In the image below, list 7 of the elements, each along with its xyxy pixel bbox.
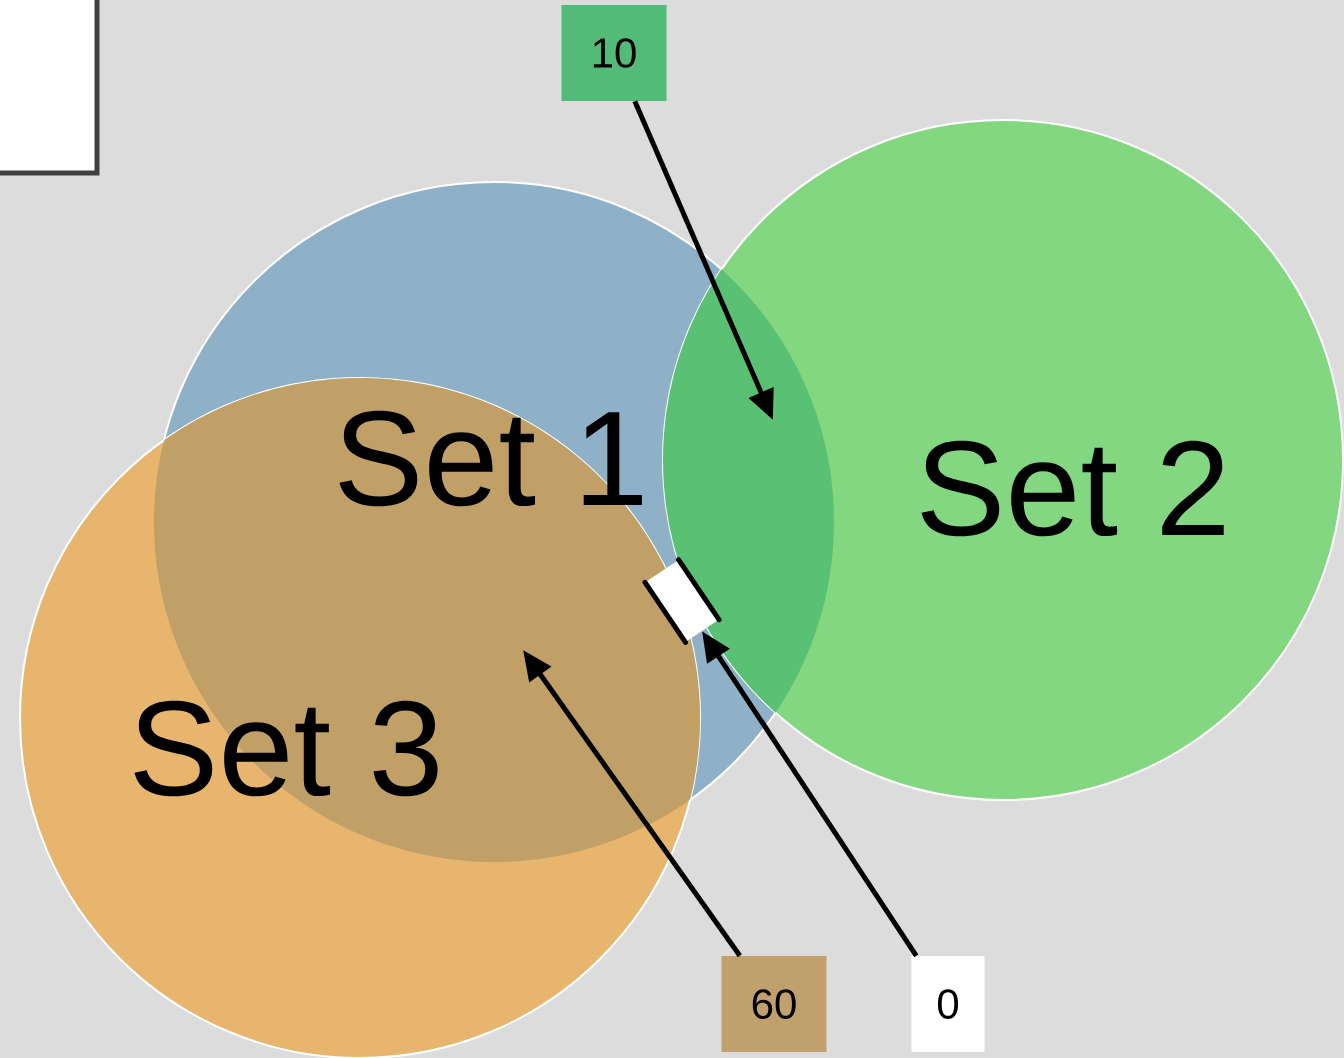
overlap-region [663,269,834,713]
count-label: 10 [561,5,667,101]
intersection-marker [642,557,722,645]
set-label: Set 2 [921,440,1224,537]
count-label: 0 [911,956,985,1052]
count-label: 60 [721,956,827,1052]
set-label: Set 3 [134,700,438,797]
